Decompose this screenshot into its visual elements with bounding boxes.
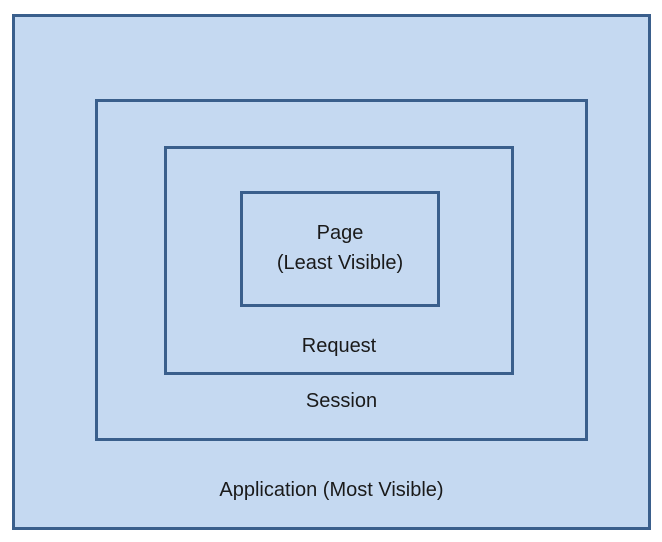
application-scope-box: Application (Most Visible) Session Reque…: [12, 14, 651, 530]
request-scope-box: Request Page (Least Visible): [164, 146, 514, 375]
page-scope-box: Page (Least Visible): [240, 191, 440, 307]
page-scope-label-line1: Page: [316, 222, 364, 244]
page-scope-label-line2: (Least Visible): [276, 252, 404, 274]
page-scope-label: Page (Least Visible): [243, 218, 437, 278]
session-scope-box: Session Request Page (Least Visible): [95, 99, 588, 441]
application-scope-label: Application (Most Visible): [219, 479, 444, 501]
session-scope-label: Session: [305, 390, 378, 412]
request-scope-label: Request: [301, 335, 377, 357]
